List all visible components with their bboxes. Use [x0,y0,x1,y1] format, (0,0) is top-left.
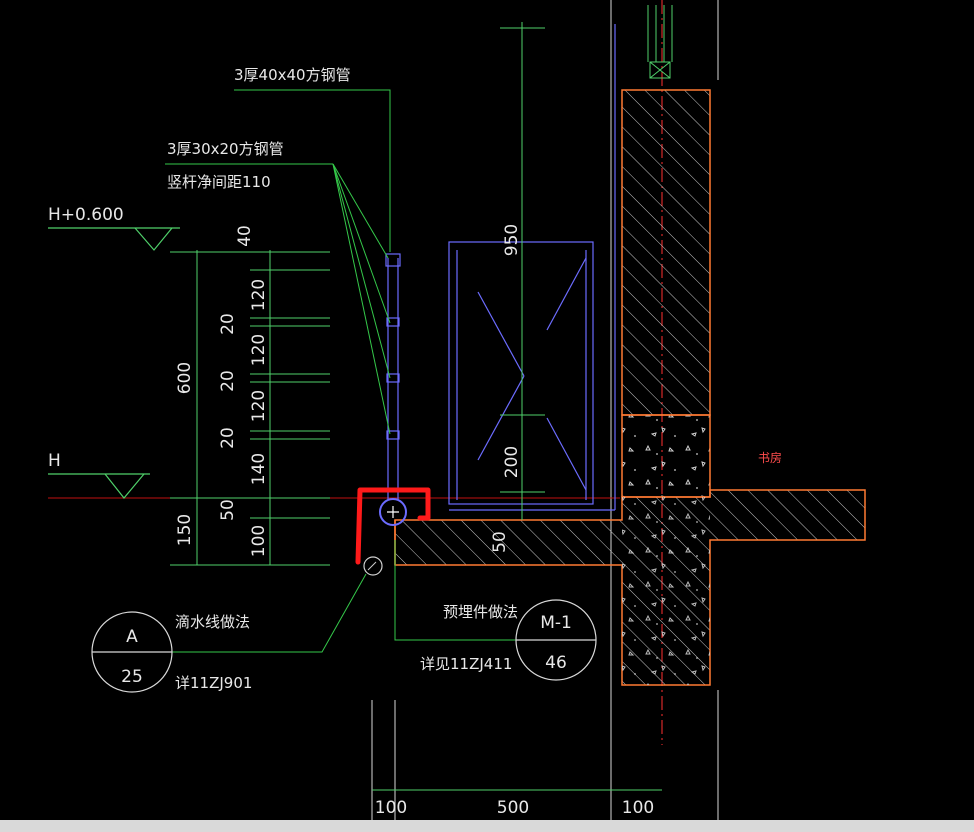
dim-window-200: 200 [502,446,522,478]
dim-slab-50: 50 [490,531,510,553]
dim-outer-150: 150 [175,514,195,546]
concrete-beam [621,414,711,498]
window-mullion-top [647,5,673,79]
dim-20-b: 20 [218,370,238,392]
callout-embed-top: M-1 [540,613,572,633]
dim-40: 40 [235,225,255,247]
dim-50: 50 [218,499,238,521]
callout-drip-top: A [126,627,138,647]
brick-wall-upper [621,89,711,416]
window-frame [448,24,616,511]
level-upper-label: H+0.600 [48,205,124,225]
drip-line-marker [363,556,383,576]
dim-outer-600: 600 [175,362,195,394]
leader-lines [164,89,516,653]
label-square-tube-sub: 3厚30x20方钢管 [167,140,284,158]
label-drip-line: 滴水线做法 [175,613,250,631]
callout-embed [515,599,597,681]
dim-20-c: 20 [218,427,238,449]
dim-120-c: 120 [249,390,269,422]
label-embed-ref: 详见11ZJ411 [420,655,512,673]
label-embed-part: 预埋件做法 [443,603,518,621]
viewport-bottom-strip [0,820,974,832]
level-base-label: H [48,451,61,471]
drip-line-tick [367,561,377,571]
red-markup-stroke [355,487,431,565]
railing-post [385,253,401,500]
callout-drip [91,611,173,693]
slab-concrete-fill [622,497,710,685]
callout-embed-bottom: 46 [545,653,567,673]
label-baluster-spacing: 竖杆净间距110 [167,173,271,191]
dim-140: 140 [249,453,269,485]
callout-drip-bottom: 25 [121,667,143,687]
dim-bottom-100-a: 100 [375,798,407,818]
label-square-tube-main: 3厚40x40方钢管 [234,66,351,84]
left-dimension-chain [170,250,330,566]
dim-120-a: 120 [249,279,269,311]
level-symbol-base [48,473,150,499]
dim-window-950: 950 [502,224,522,256]
room-label: 书房 [758,450,782,465]
dim-bottom-100-b: 100 [622,798,654,818]
dim-100: 100 [249,525,269,557]
dim-20-a: 20 [218,313,238,335]
axis-lines [371,0,719,820]
window-dimension [500,22,545,520]
label-drip-ref: 详11ZJ901 [175,674,252,692]
dim-bottom-500: 500 [497,798,529,818]
embedded-plate-cross [387,506,399,518]
level-symbol-upper [48,227,180,251]
dim-120-b: 120 [249,334,269,366]
embedded-plate-circle [379,498,407,526]
